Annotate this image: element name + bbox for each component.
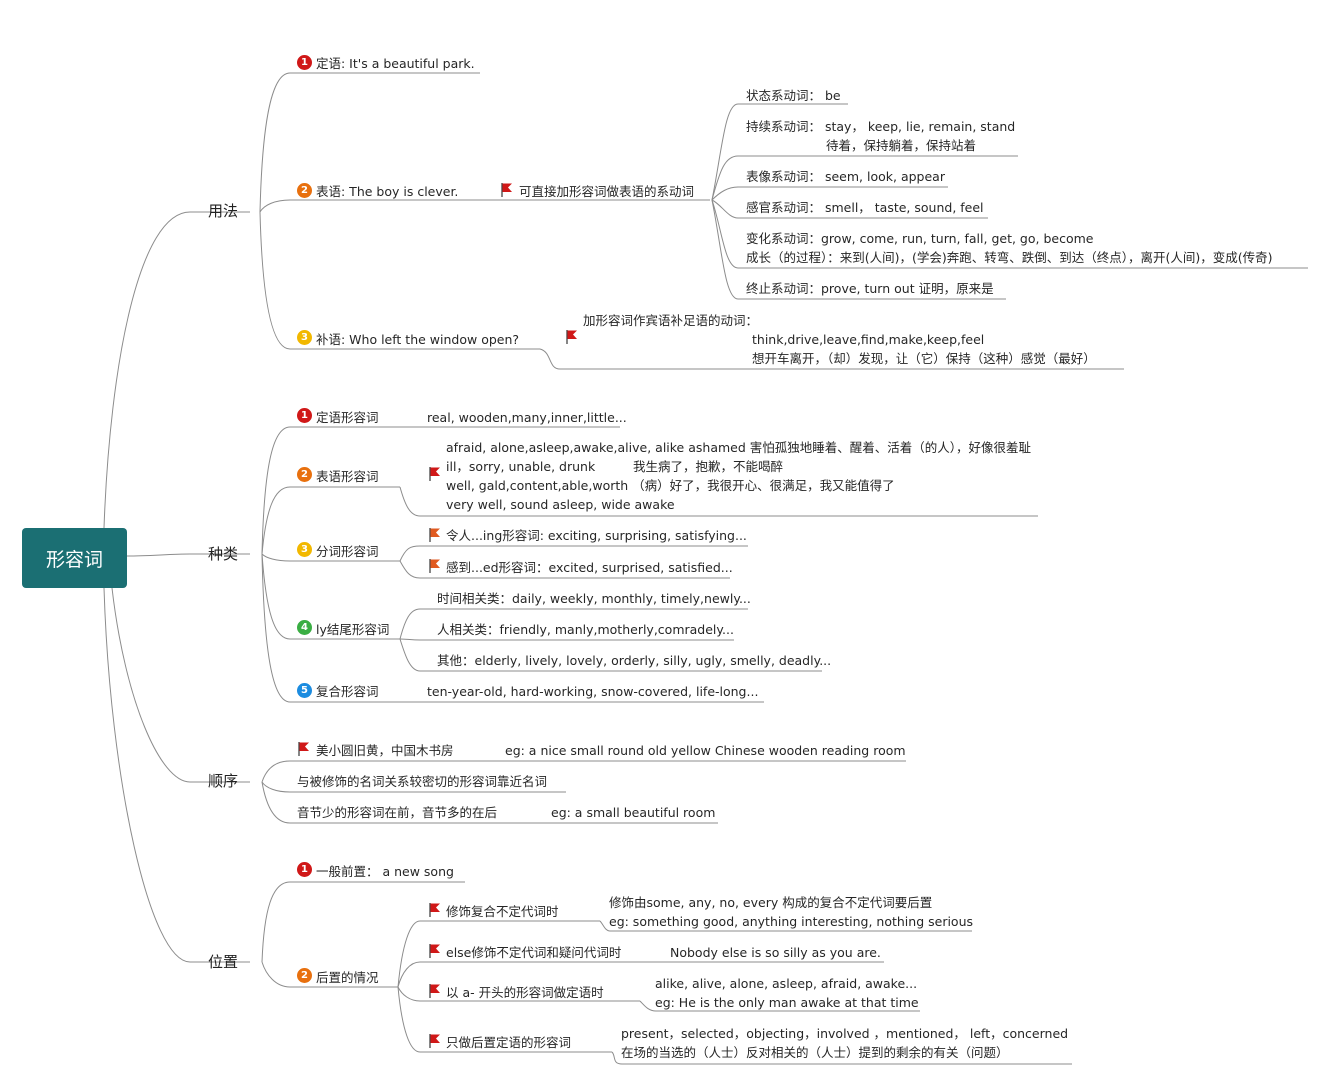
flag-icon [429, 528, 440, 542]
priority-4-badge: 4 [297, 620, 312, 635]
ly-time[interactable]: 时间相关类：daily, weekly, monthly, timely,new… [437, 591, 751, 606]
position-post[interactable]: 后置的情况 [316, 970, 379, 985]
post-indefinite[interactable]: 修饰复合不定代词时 [446, 904, 559, 919]
types-predicative[interactable]: 表语形容词 [316, 469, 379, 484]
post-a-prefix-words: alike, alive, alone, asleep, afraid, awa… [655, 976, 918, 991]
linking-change-cn: 成长（的过程）：来到(人间)，(学会)奔跑、转弯、跌倒、到达（终点），离开(人间… [746, 250, 1273, 265]
priority-1-badge: 1 [297, 862, 312, 877]
flag-icon [429, 944, 440, 958]
post-indefinite-example: eg: something good, anything interesting… [609, 914, 974, 929]
types-attributive-example: real, wooden,many,inner,little... [427, 410, 627, 425]
flag-icon [429, 1034, 440, 1048]
predicative-line-3: well, gald,content,able,worth （病）好了，我很开心… [446, 478, 895, 493]
post-indefinite-rule: 修饰由some, any, no, every 构成的复合不定代词要后置 [609, 895, 933, 910]
post-only[interactable]: 只做后置定语的形容词 [446, 1035, 572, 1050]
usage-complement[interactable]: 补语: Who left the window open? [316, 332, 520, 347]
types-participle[interactable]: 分词形容词 [316, 544, 379, 559]
types-attributive[interactable]: 定语形容词 [316, 410, 379, 425]
usage-attributive[interactable]: 定语: It's a beautiful park. [316, 56, 475, 71]
predicative-line-1: afraid, alone,asleep,awake,alive, alike … [446, 440, 1031, 455]
priority-1-badge: 1 [297, 55, 312, 70]
flag-icon [429, 559, 440, 573]
branch-order[interactable]: 顺序 [208, 772, 239, 790]
priority-2-badge: 2 [297, 183, 312, 198]
post-only-words: present，selected，objecting，involved ，men… [621, 1026, 1069, 1041]
complement-verbs: think,drive,leave,find,make,keep,feel [752, 332, 985, 347]
linking-state[interactable]: 状态系动词： be [746, 88, 841, 103]
post-a-prefix-example: eg: He is the only man awake at that tim… [655, 995, 919, 1010]
ly-people[interactable]: 人相关类：friendly, manly,motherly,comradely.… [437, 622, 734, 637]
post-else[interactable]: else修饰不定代词和疑问代词时 [446, 945, 622, 960]
types-compound-example: ten-year-old, hard-working, snow-covered… [427, 684, 759, 699]
linking-continue-cn: 待着，保持躺着，保持站着 [826, 138, 977, 153]
priority-5-badge: 5 [297, 683, 312, 698]
predicative-line-4: very well, sound asleep, wide awake [446, 497, 675, 512]
root-topic[interactable]: 形容词 [22, 528, 127, 588]
position-front[interactable]: 一般前置： a new song [316, 864, 454, 879]
post-a-prefix[interactable]: 以 a- 开头的形容词做定语时 [446, 985, 604, 1000]
linking-change[interactable]: 变化系动词：grow, come, run, turn, fall, get, … [746, 231, 1094, 246]
post-else-example: Nobody else is so silly as you are. [670, 945, 881, 960]
order-rule-3-example: eg: a small beautiful room [551, 805, 716, 820]
flag-icon [429, 467, 440, 481]
types-ly[interactable]: ly结尾形容词 [316, 622, 390, 637]
order-rule-1-example: eg: a nice small round old yellow Chines… [505, 743, 906, 758]
priority-1-badge: 1 [297, 408, 312, 423]
branch-types[interactable]: 种类 [208, 545, 239, 563]
order-rule-1[interactable]: 美小圆旧黄，中国木书房 [316, 743, 454, 758]
complement-note-title[interactable]: 加形容词作宾语补足语的动词： [583, 313, 759, 328]
flag-icon [429, 903, 440, 917]
linking-sense[interactable]: 感官系动词： smell， taste, sound, feel [746, 200, 984, 215]
priority-2-badge: 2 [297, 467, 312, 482]
predicative-line-2-cn: 我生病了，抱歉，不能喝醉 [633, 459, 784, 474]
flag-icon [566, 330, 577, 344]
order-rule-3[interactable]: 音节少的形容词在前，音节多的在后 [297, 805, 498, 820]
flag-icon [501, 183, 512, 197]
types-compound[interactable]: 复合形容词 [316, 684, 379, 699]
priority-3-badge: 3 [297, 542, 312, 557]
linking-appear[interactable]: 表像系动词： seem, look, appear [746, 169, 945, 184]
branch-position[interactable]: 位置 [208, 953, 239, 971]
linking-verb-note[interactable]: 可直接加形容词做表语的系动词 [519, 184, 695, 199]
usage-predicative[interactable]: 表语: The boy is clever. [316, 184, 459, 199]
participle-ing[interactable]: 令人...ing形容词: exciting, surprising, satis… [446, 528, 747, 543]
ly-other[interactable]: 其他：elderly, lively, lovely, orderly, sil… [437, 653, 832, 668]
order-rule-2[interactable]: 与被修饰的名词关系较密切的形容词靠近名词 [297, 774, 548, 789]
post-only-words-cn: 在场的当选的（人士）反对相关的（人士）提到的剩余的有关（问题） [621, 1045, 1009, 1060]
flag-icon [429, 984, 440, 998]
branch-usage[interactable]: 用法 [208, 202, 239, 220]
predicative-line-2: ill，sorry, unable, drunk [446, 459, 596, 474]
linking-end[interactable]: 终止系动词：prove, turn out 证明，原来是 [746, 281, 994, 296]
participle-ed[interactable]: 感到...ed形容词：excited, surprised, satisfied… [446, 560, 733, 575]
flag-icon [298, 742, 309, 756]
linking-continue[interactable]: 持续系动词： stay， keep, lie, remain, stand [746, 119, 1016, 134]
priority-2-badge: 2 [297, 968, 312, 983]
priority-3-badge: 3 [297, 330, 312, 345]
complement-verbs-cn: 想开车离开，（却）发现，让（它）保持（这种）感觉（最好） [752, 351, 1096, 366]
